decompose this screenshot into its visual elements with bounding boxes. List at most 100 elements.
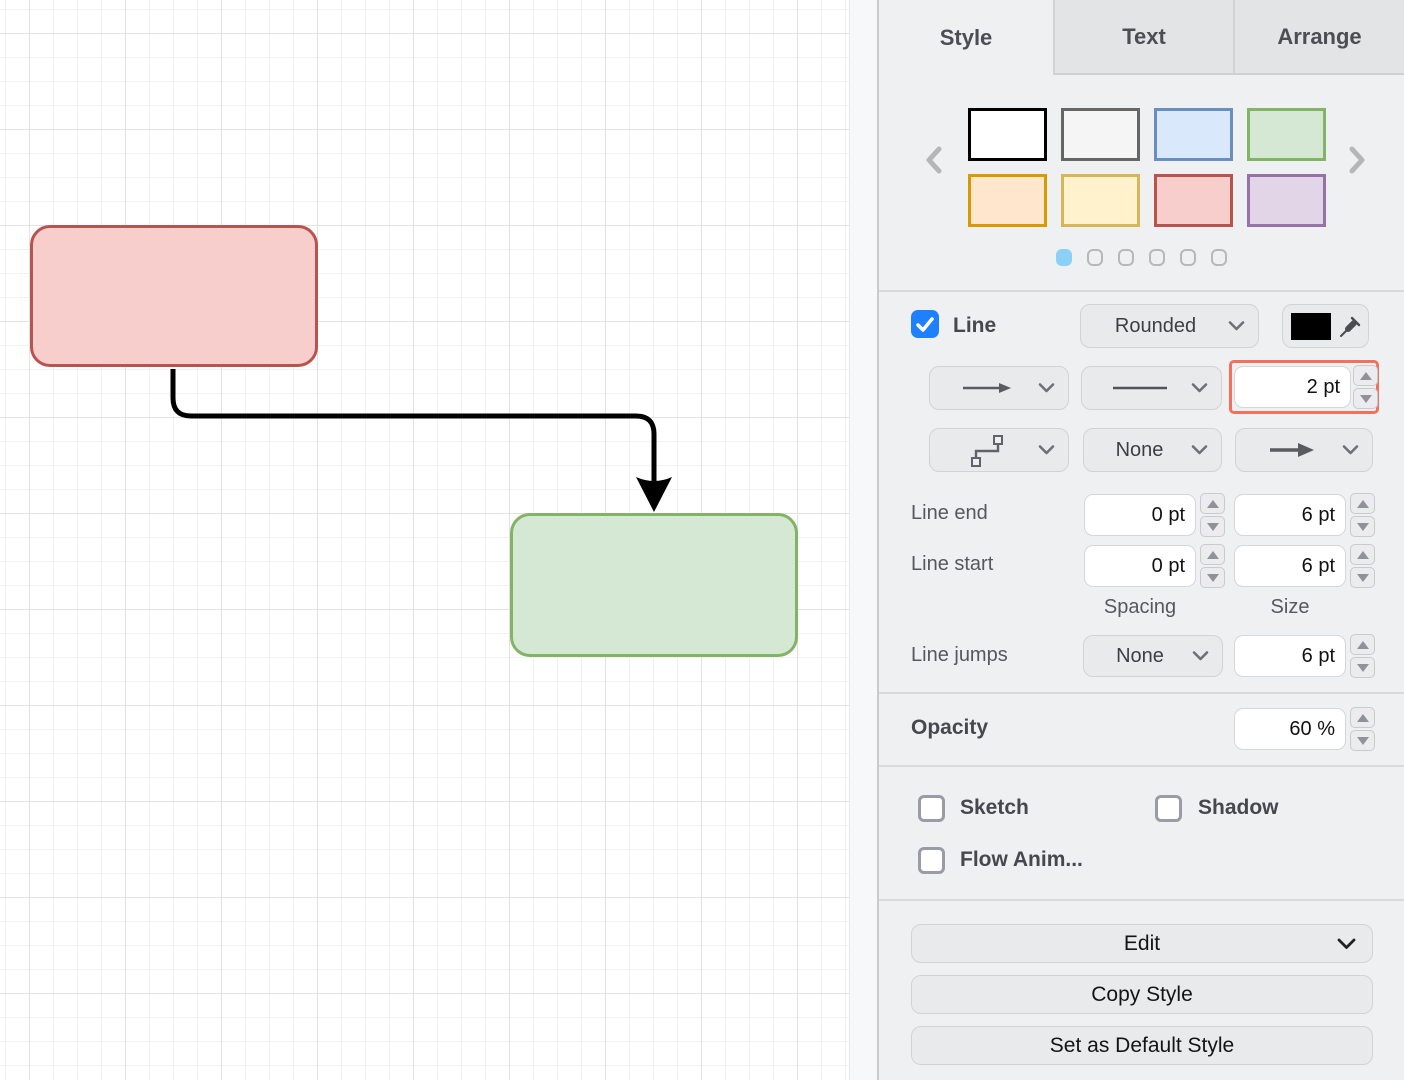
chevron-down-icon [1191,377,1208,400]
line-start-label: Line start [911,553,994,575]
set-default-style-button[interactable]: Set as Default Style [911,1026,1373,1065]
style-swatch[interactable] [1247,174,1326,227]
opacity-stepper [1350,707,1375,751]
corner-style-value: Rounded [1114,314,1197,337]
step-up-button[interactable] [1353,365,1378,386]
line-jumps-select[interactable]: None [1083,635,1223,677]
eyedropper-icon [1340,316,1361,337]
connector-arrow[interactable] [0,0,877,1080]
pager-dot[interactable] [1180,249,1196,266]
style-swatch[interactable] [1154,174,1233,227]
line-width-input[interactable]: 2 pt [1234,366,1351,408]
orthogonal-connector-icon [971,435,1003,467]
thin-arrow-icon [963,383,1011,393]
step-up-button[interactable] [1350,493,1375,514]
step-up-button[interactable] [1200,544,1225,565]
line-end-label: Line end [911,502,988,524]
step-up-button[interactable] [1200,493,1225,514]
check-icon [916,316,934,332]
green-rounded-rectangle[interactable] [510,513,798,657]
line-jumps-label: Line jumps [911,644,1008,666]
chevron-down-icon [1038,439,1055,462]
copy-style-label: Copy Style [1091,982,1193,1006]
red-rounded-rectangle[interactable] [30,225,318,367]
format-panel: Style Text Arrange [879,0,1404,1080]
step-down-button[interactable] [1200,516,1225,537]
line-end-size-input[interactable]: 6 pt [1234,494,1346,536]
tab-style[interactable]: Style [879,0,1055,75]
step-down-button[interactable] [1200,567,1225,588]
section-divider [879,899,1404,901]
edit-label: Edit [1123,931,1161,955]
chevron-down-icon [1342,439,1359,462]
opacity-label: Opacity [911,716,989,739]
format-tabbar: Style Text Arrange [879,0,1404,75]
canvas-edge-strip [849,0,877,1080]
line-dash-style-select[interactable] [1081,366,1222,410]
line-color-button[interactable] [1282,304,1369,348]
line-corner-style-select[interactable]: Rounded [1080,304,1259,348]
sketch-label: Sketch [960,796,1029,819]
chevron-down-icon [1191,439,1208,462]
line-start-spacing-input[interactable]: 0 pt [1084,545,1196,587]
pager-dot[interactable] [1211,249,1227,266]
flow-animation-label: Flow Anim... [960,848,1083,871]
chevron-down-icon [1337,932,1356,956]
panel-divider [877,0,879,1080]
step-up-button[interactable] [1350,707,1375,728]
shadow-checkbox[interactable] [1155,795,1182,822]
line-end-spacing-input[interactable]: 0 pt [1084,494,1196,536]
solid-line-icon [1112,386,1167,390]
pager-dot[interactable] [1118,249,1134,266]
line-jumps-size-input[interactable]: 6 pt [1234,635,1346,677]
opacity-input[interactable]: 60 % [1234,708,1346,750]
waypoints-select[interactable] [929,428,1069,472]
section-divider [879,692,1404,694]
style-swatch[interactable] [968,174,1047,227]
pager-dot[interactable] [1149,249,1165,266]
line-end-arrow-select[interactable] [1235,428,1373,472]
step-up-button[interactable] [1350,544,1375,565]
chevron-down-icon [1228,315,1245,338]
step-down-button[interactable] [1350,730,1375,751]
edit-style-button[interactable]: Edit [911,924,1373,963]
palette-prev-icon[interactable] [922,144,946,176]
style-swatch[interactable] [1247,108,1326,161]
tab-text[interactable]: Text [1055,0,1235,75]
size-column-label: Size [1270,596,1310,618]
flow-animation-checkbox[interactable] [918,847,945,874]
copy-style-button[interactable]: Copy Style [911,975,1373,1014]
connector-path [170,369,657,481]
pager-dot[interactable] [1056,249,1072,266]
line-jumps-value: None [1116,644,1164,667]
step-up-button[interactable] [1350,634,1375,655]
section-divider [879,290,1404,292]
set-default-style-label: Set as Default Style [1049,1033,1235,1057]
pager-dot[interactable] [1087,249,1103,266]
line-jumps-size-stepper [1350,634,1375,678]
sketch-checkbox[interactable] [918,795,945,822]
shadow-label: Shadow [1198,796,1279,819]
style-swatch[interactable] [1061,174,1140,227]
connection-select[interactable]: None [1083,428,1222,472]
palette-next-icon[interactable] [1345,144,1369,176]
line-end-size-stepper [1350,493,1375,537]
step-down-button[interactable] [1350,567,1375,588]
line-checkbox[interactable] [911,310,939,338]
step-down-button[interactable] [1353,388,1378,409]
step-down-button[interactable] [1350,516,1375,537]
style-swatch[interactable] [968,108,1047,161]
section-divider [879,765,1404,767]
style-swatch[interactable] [1061,108,1140,161]
diagram-canvas[interactable] [0,0,877,1080]
line-color-swatch [1291,312,1331,340]
chevron-down-icon [1038,377,1055,400]
bold-arrow-icon [1270,443,1314,457]
style-swatch[interactable] [1154,108,1233,161]
step-down-button[interactable] [1350,657,1375,678]
line-start-size-stepper [1350,544,1375,588]
line-start-arrow-select[interactable] [929,366,1069,410]
line-end-spacing-stepper [1200,493,1225,537]
line-start-size-input[interactable]: 6 pt [1234,545,1346,587]
tab-arrange[interactable]: Arrange [1235,0,1404,75]
